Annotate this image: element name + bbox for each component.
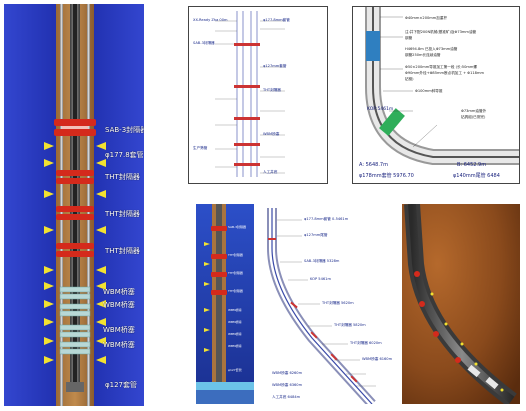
curved-trajectory-graphic [267,208,376,404]
tht-packer-2-icon [56,206,94,220]
horiz-note-11: 钻具组(已测完) [461,115,486,119]
label-tht-packer-3: THT封隔器 [105,247,140,255]
well-diagram-thumbnail: SAB-3封隔器 THT封隔器 THT封隔器 THT封隔器 WBM桥塞 WBM桥… [196,204,254,404]
label-sab3-packer: SAB-3封隔器 [105,126,144,134]
tht-packer-3-icon [56,243,94,257]
casing-178-depth: φ178mm套管 5976.70 [359,173,414,179]
traj-note-6: THT封隔器 5820m [334,323,366,327]
label-wbm-2: WBM桥塞 [103,301,135,309]
traj-note-9: WBM桥塞 6260m [272,371,303,375]
horiz-note-3: 钢管 [405,36,413,40]
traj-note-2: φ127mm尾管 [304,233,328,237]
schematic-note-5: THT封隔器 [263,88,281,92]
thumb-label-wbm-3: WBM桥塞 [228,332,242,336]
label-tht-packer-2: THT封隔器 [105,210,140,218]
label-wbm-4: WBM桥塞 [103,341,135,349]
traj-note-4: KOP 5461m [310,277,331,281]
thumb-label-tht-2: THT封隔器 [228,271,243,275]
horiz-note-8: 钻铤) [405,77,414,81]
thumb-label-casing-127: φ127套管 [228,368,242,372]
schematic-note-4: SAB-3封隔器 [193,41,215,45]
horizontal-section-graphic [365,7,519,165]
completion-schematic-graphic [215,11,285,177]
fracture-arrow-icons [44,142,106,364]
point-a-callout: A: 5648.7m [359,162,388,168]
well-diagram-main: SAB-3封隔器 φ177.8套管 THT封隔器 THT封隔器 THT封隔器 W… [4,4,144,406]
horiz-note-4: H4694.8m 已投入Φ73mm油管 [405,47,458,51]
label-tht-packer-1: THT封隔器 [105,173,140,181]
kop-callout: KOP:5461m [367,107,394,112]
thumb-label-wbm-1: WBM桥塞 [228,308,242,312]
completion-schematic-drawing: XX-Ready Zha 00m φ177.8mm套管 φ127mm套管 SAB… [188,6,328,184]
point-b-callout: B: 6452.9m [457,162,487,168]
horiz-note-5: 钢管250m长连续油管 [405,53,441,57]
thumb-label-wbm-2: WBM桥塞 [228,320,242,324]
sab3-packer-icon [54,119,96,136]
traj-note-1: φ177.8mm套管 0-5461m [304,217,349,221]
traj-note-3: SAB-3封隔器 5328m [304,259,340,263]
schematic-note-3: φ127mm套管 [263,64,287,68]
horiz-note-10: Φ73mm油管外 [461,109,487,113]
thumb-label-tht-3: THT封隔器 [228,289,243,293]
horiz-note-9: Φ100mm斜导锥 [415,89,443,93]
well-thumbnail-graphic [196,204,254,404]
schematic-note-6: WBM桥塞 [263,132,280,136]
label-wbm-1: WBM桥塞 [103,288,135,296]
thumb-label-sab3: SAB-3封隔器 [228,225,247,229]
horizontal-section-drawing: Φ40mm×200mm加重杆 注:井下配200N机械(基准矿)及Φ73mm油管 … [352,6,520,184]
label-casing-177: φ177.8套管 [105,151,144,159]
well-3d-render-graphic [402,204,520,404]
schematic-note-7: 人工井底 [263,170,278,174]
thumb-label-wbm-4: WBM桥塞 [228,344,242,348]
horiz-note-1: Φ40mm×200mm加重杆 [405,16,448,20]
tht-packer-1-icon [56,170,94,184]
traj-note-8: WBM桥塞 6160m [362,357,393,361]
label-casing-127: φ127套管 [105,381,137,389]
horiz-note-2: 注:井下配200N机械(基准矿)及Φ73mm油管 [405,30,477,34]
schematic-note-2: φ177.8mm套管 [263,18,290,22]
traj-note-11: 人工井底 6484m [272,395,301,399]
schematic-note-1: XX-Ready Zha 00m [193,18,228,22]
traj-note-7: THT封隔器 6020m [350,341,382,345]
horiz-note-6: Φ50×200mm导锥加工第一段 (长:50mm螺 [405,65,477,69]
curved-trajectory-drawing: φ177.8mm套管 0-5461m φ127mm尾管 SAB-3封隔器 532… [262,208,396,404]
thumb-label-tht-1: THT封隔器 [228,253,243,257]
schematic-note-8: 生产筛管 [193,146,208,150]
well-3d-render [402,204,520,404]
well-diagram-main-graphic [4,4,144,406]
wbm-plug-icons [59,286,91,355]
label-wbm-3: WBM桥塞 [103,326,135,334]
traj-note-5: THT封隔器 5620m [322,301,354,305]
traj-note-10: WBM桥塞 6360m [272,383,303,387]
horiz-note-7: Φ90mm外径+Φ85mm断点机加工 + Φ118mm [405,71,484,75]
liner-140-depth: φ140mm尾管 6484 [453,173,500,179]
